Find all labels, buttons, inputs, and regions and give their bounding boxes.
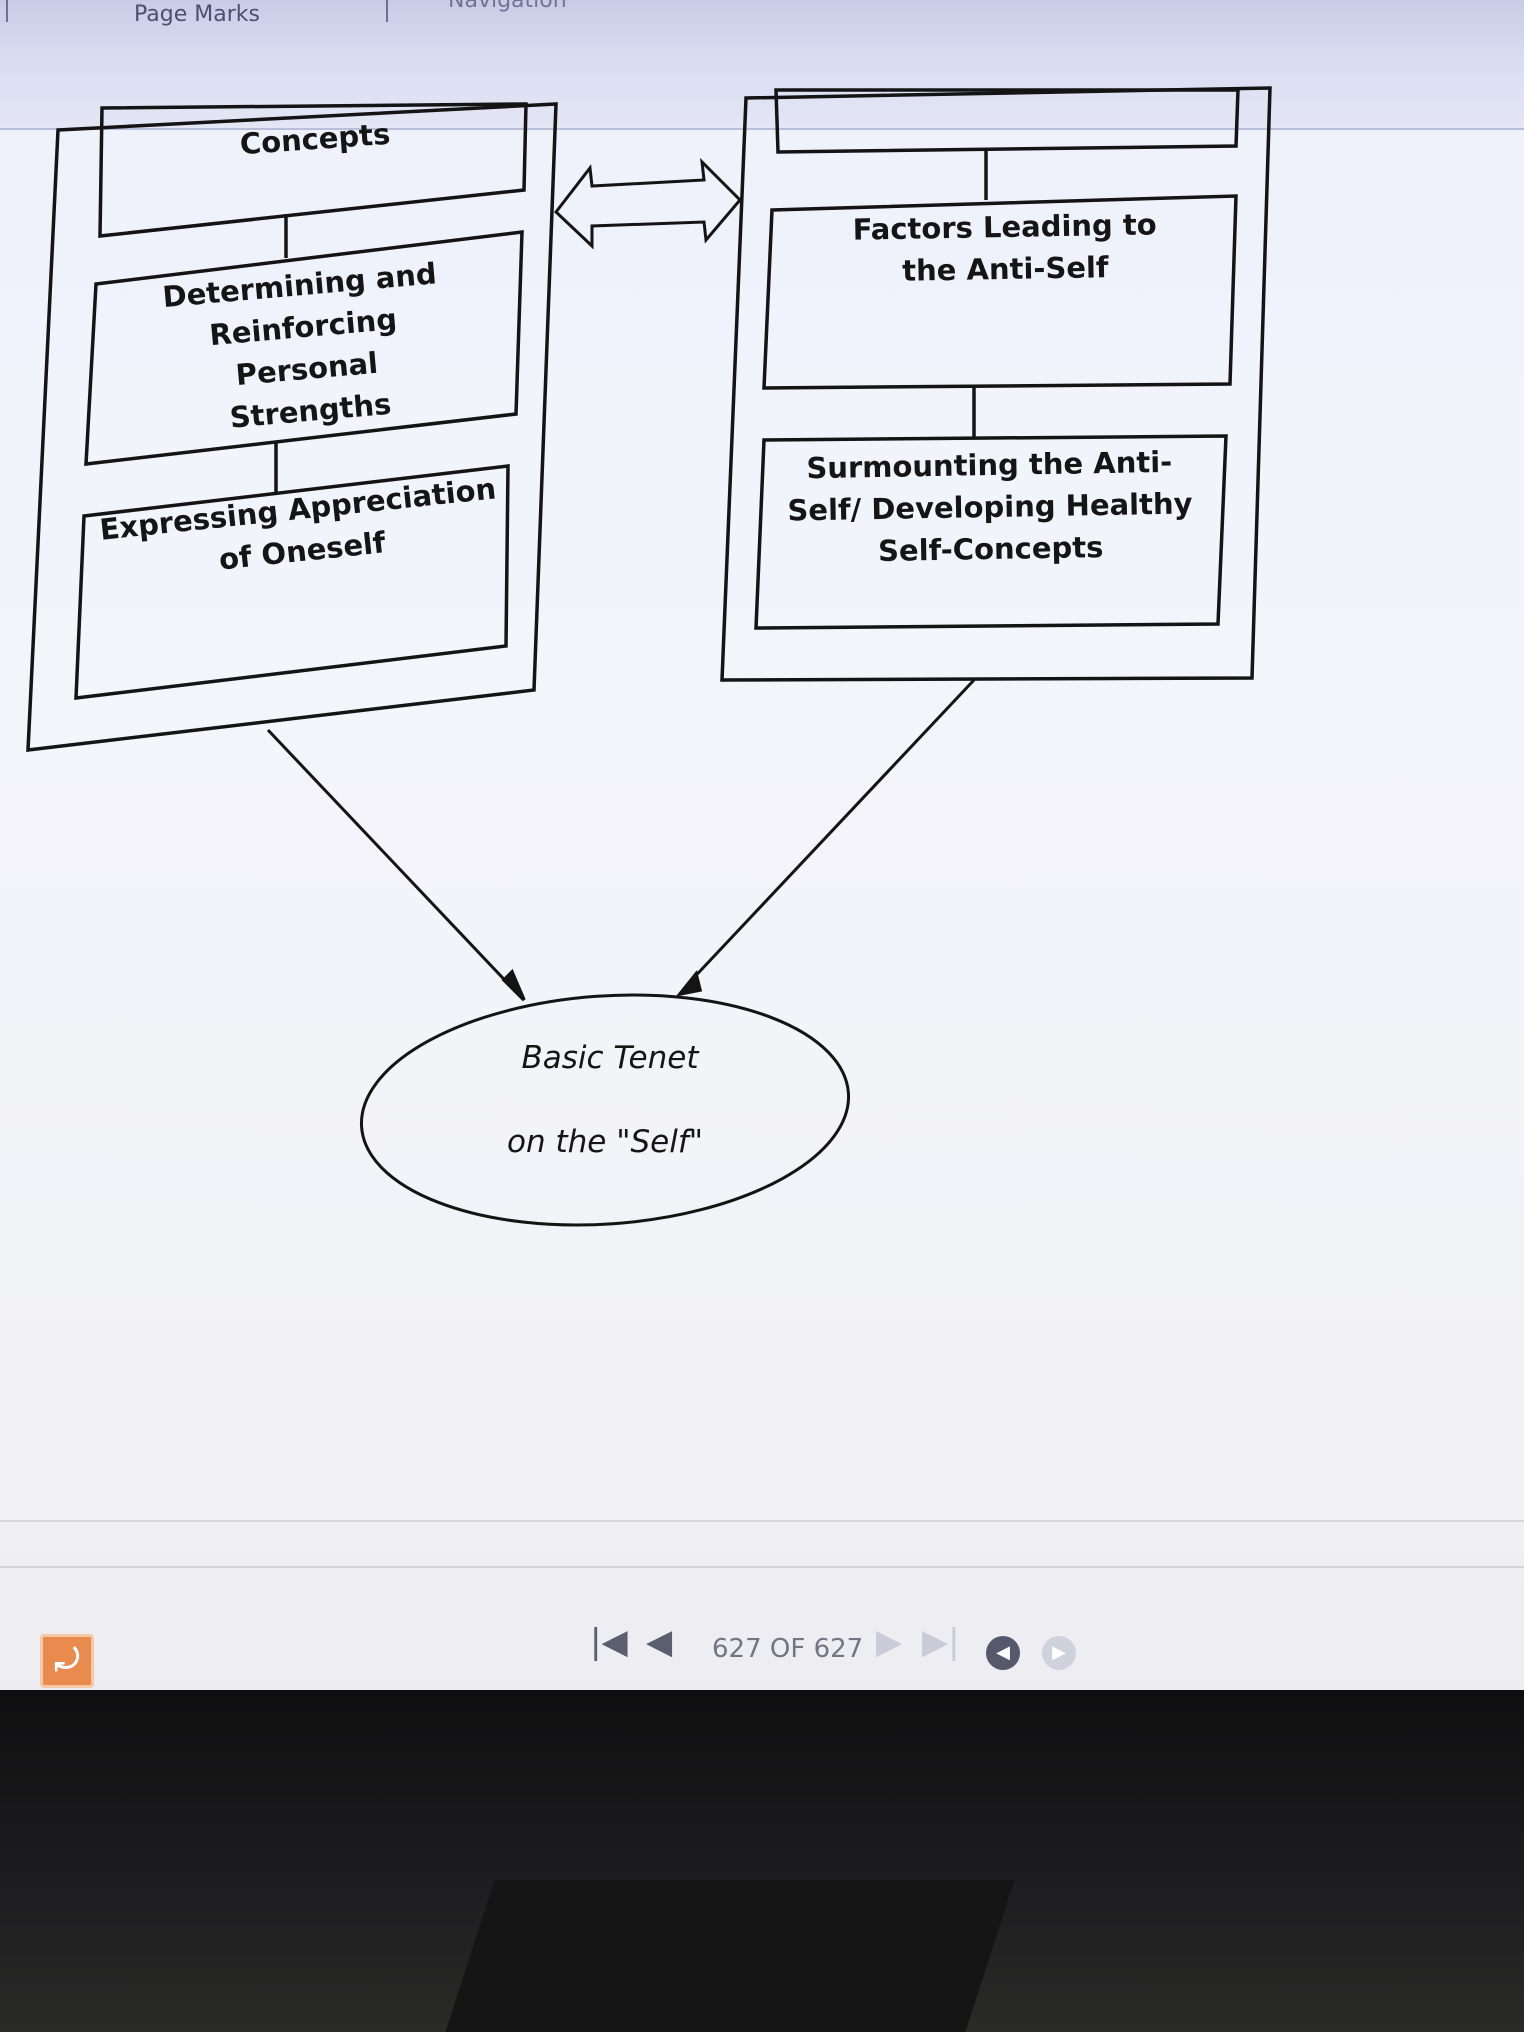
label-anti-self: Factors Leading to the Anti-Self bbox=[852, 207, 1157, 288]
toolbar: Page Marks Navigation bbox=[0, 0, 1524, 130]
box-anti-self bbox=[762, 194, 1238, 390]
page-indicator: 627 OF 627 bbox=[712, 1634, 864, 1664]
label-personal-strengths: Determining and Reinforcing Personal Str… bbox=[161, 256, 438, 435]
viewer-screen: Page Marks Navigation bbox=[0, 0, 1524, 1700]
arrowhead bbox=[675, 970, 703, 997]
next-page-icon[interactable]: ▶ bbox=[876, 1622, 903, 1662]
status-bar: ⤾ |◀ ◀ 627 OF 627 ▶ ▶| ◀ ▶ bbox=[0, 1520, 1524, 1700]
left-container bbox=[26, 102, 558, 752]
box-concepts bbox=[98, 102, 528, 238]
monitor-stand bbox=[445, 1880, 1015, 2032]
divider bbox=[0, 1566, 1524, 1568]
arrowhead bbox=[501, 968, 526, 1002]
box-appreciation bbox=[74, 464, 510, 700]
flowchart bbox=[0, 0, 1524, 1520]
tab-divider bbox=[6, 0, 8, 22]
double-arrow bbox=[553, 157, 743, 250]
ellipse-line-2: on the "Self" bbox=[507, 1124, 703, 1160]
last-page-icon[interactable]: ▶| bbox=[922, 1622, 960, 1662]
tab-divider bbox=[386, 0, 388, 22]
arrow-right-to-center bbox=[684, 678, 976, 988]
box-top-right bbox=[774, 88, 1240, 154]
back-icon[interactable]: ◀ bbox=[986, 1636, 1020, 1670]
app-icon[interactable]: ⤾ bbox=[40, 1634, 94, 1688]
forward-icon[interactable]: ▶ bbox=[1042, 1636, 1076, 1670]
tab-page-marks[interactable]: Page Marks bbox=[134, 2, 260, 27]
label-surmounting: Surmounting the Anti-Self/ Developing He… bbox=[787, 444, 1193, 568]
box-surmounting bbox=[754, 434, 1228, 630]
ellipse-line-1: Basic Tenet bbox=[521, 1040, 699, 1076]
arrow-left-to-center bbox=[266, 728, 518, 994]
tab-navigation[interactable]: Navigation bbox=[448, 0, 567, 13]
center-ellipse bbox=[359, 993, 851, 1227]
first-page-icon[interactable]: |◀ bbox=[590, 1622, 628, 1662]
box-personal-strengths bbox=[84, 230, 524, 466]
previous-page-icon[interactable]: ◀ bbox=[646, 1622, 673, 1662]
